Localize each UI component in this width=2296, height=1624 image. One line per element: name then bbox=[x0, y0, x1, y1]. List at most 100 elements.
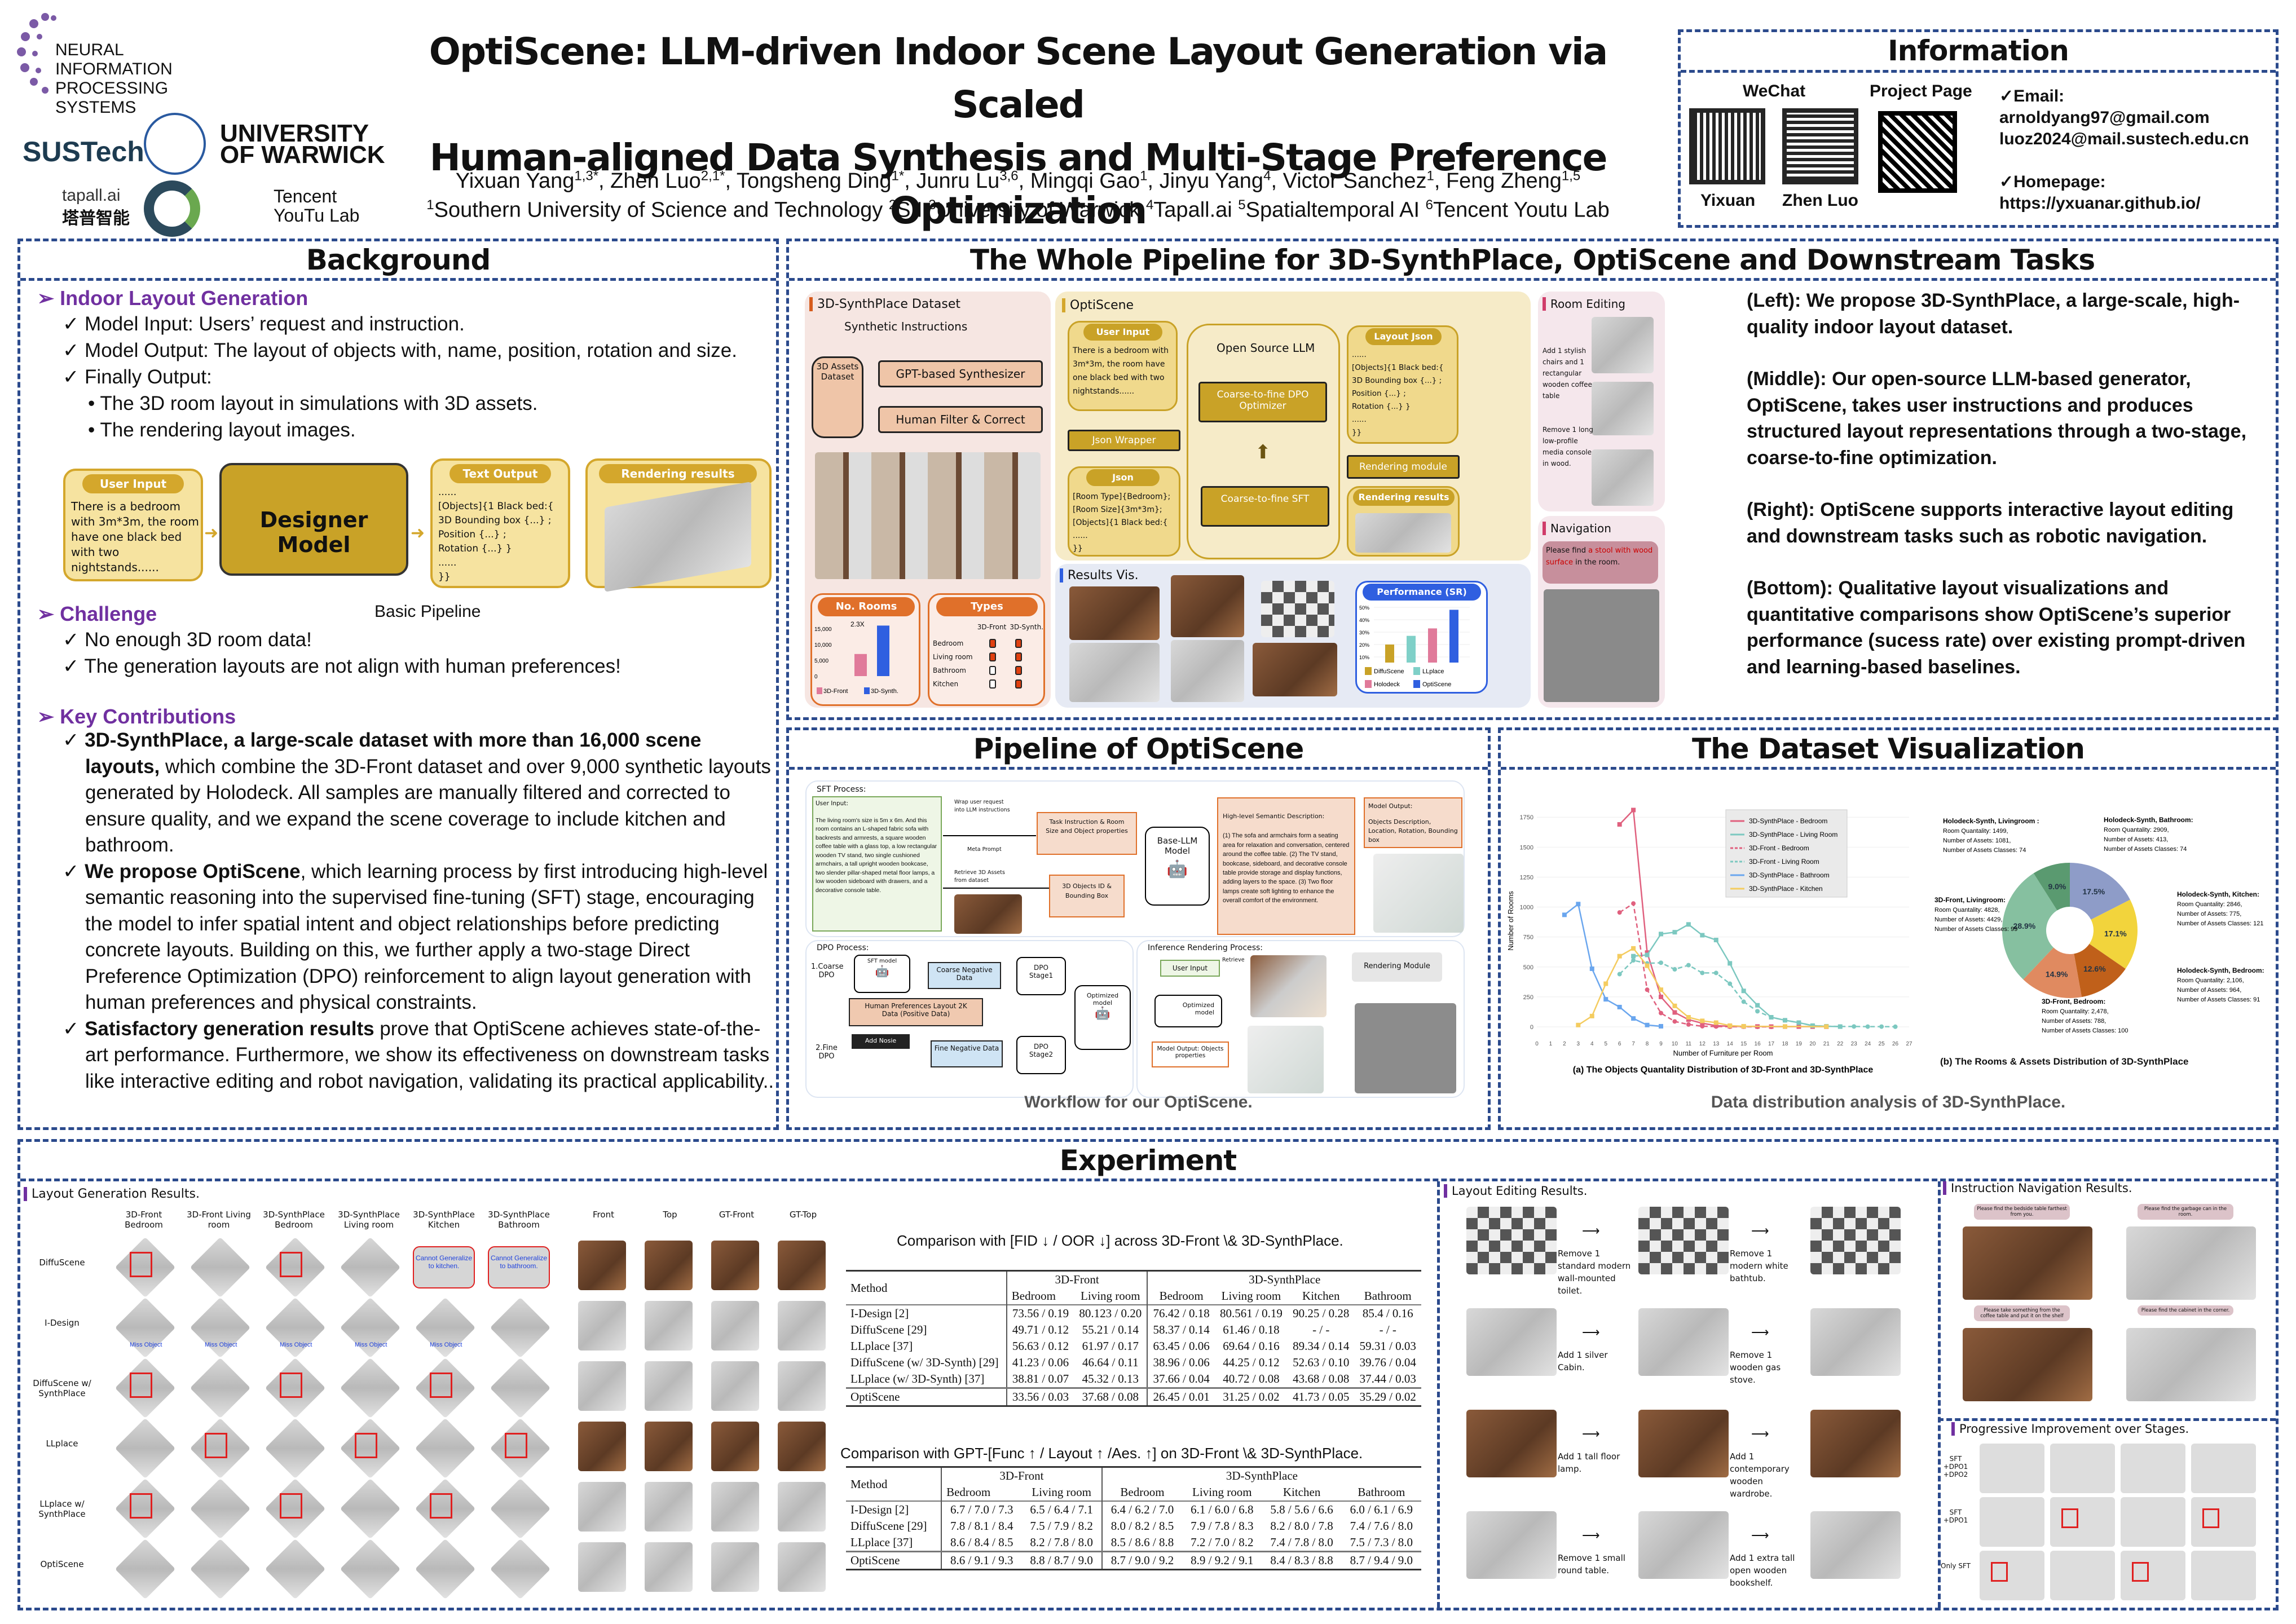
table-cell: 8.6 / 9.1 / 9.3 bbox=[941, 1551, 1022, 1570]
perf-tick: 30% bbox=[1359, 630, 1369, 636]
synthetic-instructions-label: Synthetic Instructions bbox=[844, 320, 968, 333]
table-cell: 6.0 / 6.1 / 6.9 bbox=[1350, 1503, 1413, 1516]
table-cell: 41.73 / 0.05 bbox=[1293, 1390, 1350, 1404]
basic-rendering-label: Rendering results bbox=[599, 464, 757, 483]
qr-code-zhen-luo[interactable] bbox=[1782, 108, 1858, 184]
table-cell: 8.7 / 9.4 / 9.0 bbox=[1350, 1554, 1413, 1567]
bg-line: • The 3D room layout in simulations with… bbox=[88, 392, 538, 414]
view-render bbox=[645, 1301, 693, 1351]
miss-object-note: Miss Object bbox=[430, 1341, 462, 1348]
x-tick: 3 bbox=[1577, 1041, 1580, 1047]
edit-step-label: Add 1 extra tall open wooden bookshelf. bbox=[1730, 1553, 1795, 1588]
x-tick: 26 bbox=[1892, 1041, 1899, 1047]
layout-render bbox=[265, 1418, 326, 1479]
legend-entry: 3D-SynthPlace - Bedroom bbox=[1749, 817, 1827, 825]
email-1[interactable]: arnoldyang97@gmail.com bbox=[1999, 108, 2210, 127]
data-point bbox=[1603, 981, 1608, 986]
data-point bbox=[1700, 1023, 1705, 1029]
table-cell: 69.64 / 0.16 bbox=[1223, 1339, 1280, 1353]
column-header: Bedroom bbox=[941, 1484, 1022, 1501]
table-cell: 8.6 / 8.4 / 8.5 bbox=[941, 1534, 1022, 1552]
gen-row-label: OptiScene bbox=[40, 1559, 84, 1569]
data-point bbox=[1741, 999, 1746, 1004]
dpo-stage1-box: DPO Stage1 bbox=[1016, 957, 1066, 995]
y-tick: 750 bbox=[1523, 934, 1533, 941]
inference-output-label: Model Output: Objects properties bbox=[1157, 1045, 1224, 1059]
table-cell: LLplace (w/ 3D-Synth) [37] bbox=[850, 1372, 985, 1385]
affiliation: Spatialtemporal AI bbox=[1245, 198, 1426, 222]
donut-slice bbox=[2089, 899, 2138, 969]
progressive-render bbox=[2191, 1551, 2256, 1600]
layout-json-text: ...... [Objects]{1 Black bed:{ 3D Boundi… bbox=[1352, 350, 1444, 437]
legend-swatch bbox=[1365, 667, 1372, 675]
email-2[interactable]: luoz2024@mail.sustech.edu.cn bbox=[1999, 130, 2249, 148]
bg-line: ✓ No enough 3D room data! bbox=[63, 629, 312, 651]
type-name: Bathroom bbox=[933, 667, 966, 674]
sft-label: Coarse-to-fine SFT bbox=[1220, 493, 1310, 505]
json-wrapper-box: Json Wrapper bbox=[1068, 430, 1180, 451]
edit-step-label: Add 1 tall floor lamp. bbox=[1558, 1451, 1620, 1474]
qr-code-project-page[interactable] bbox=[1878, 111, 1957, 193]
slice-detail: Number of Assets Classes: 74 bbox=[1943, 847, 2026, 854]
table-cell: I-Design [2] bbox=[850, 1307, 909, 1320]
table-cell: OptiScene bbox=[850, 1554, 900, 1567]
perf-legend: DiffuScene bbox=[1374, 668, 1404, 675]
homepage-link[interactable]: https://yxuanar.github.io/ bbox=[1999, 194, 2201, 213]
data-point bbox=[1672, 1003, 1677, 1008]
view-render bbox=[778, 1241, 826, 1290]
slice-percent: 14.9% bbox=[2046, 970, 2068, 979]
data-point bbox=[1589, 966, 1594, 971]
rendering-results-box: Rendering results bbox=[1347, 486, 1460, 557]
layout-json-box: Layout Json ...... [Objects]{1 Black bed… bbox=[1347, 325, 1458, 444]
table-cell: 59.31 / 0.03 bbox=[1359, 1339, 1416, 1353]
edit-render bbox=[1638, 1207, 1729, 1274]
results-vis-title: Results Vis. bbox=[1060, 568, 1139, 582]
perf-tick: 10% bbox=[1359, 655, 1369, 660]
gen-column-header: 3D-SynthPlace Bathroom bbox=[488, 1210, 550, 1230]
slice-detail: Room Quantality: 4828, bbox=[1934, 907, 2000, 914]
pipeline-description: (Left): We propose 3D-SynthPlace, a larg… bbox=[1747, 288, 2271, 680]
data-point bbox=[1617, 822, 1622, 827]
view-render bbox=[578, 1241, 626, 1290]
data-point bbox=[1645, 987, 1650, 992]
data-point bbox=[1672, 930, 1677, 935]
view-render bbox=[578, 1482, 626, 1532]
table-cell: 8.0 / 8.2 / 8.5 bbox=[1101, 1518, 1183, 1534]
column-header: Living room bbox=[1032, 1485, 1091, 1499]
table-cell: 55.21 / 0.14 bbox=[1082, 1323, 1139, 1336]
rendering-image bbox=[1355, 513, 1451, 553]
error-highlight bbox=[355, 1433, 377, 1458]
data-point bbox=[1617, 954, 1622, 959]
author: Mingqi Gao1 bbox=[1030, 168, 1148, 193]
sft-process-box: SFT Process: User Input: The living room… bbox=[805, 780, 1465, 937]
arrow-right-icon: ⟶ bbox=[1751, 1325, 1769, 1339]
table-cell: 33.56 / 0.03 bbox=[1006, 1388, 1074, 1406]
table1-caption: Comparison with [FID ↓ / OOR ↓] across 3… bbox=[897, 1232, 1343, 1249]
data-point bbox=[1713, 1020, 1718, 1025]
legend-box bbox=[1725, 809, 1848, 898]
rendering-module-box: Rendering Module bbox=[1352, 952, 1442, 982]
data-point bbox=[1631, 901, 1636, 906]
series-line bbox=[1577, 947, 1827, 1027]
rendering-image bbox=[605, 482, 751, 592]
table-cell: 6.5 / 6.4 / 7.1 bbox=[1030, 1503, 1093, 1516]
affil-sup: 2 bbox=[888, 197, 897, 213]
data-point bbox=[1645, 1022, 1650, 1027]
table-cell: 43.68 / 0.08 bbox=[1293, 1372, 1350, 1385]
qr-code-yixuan[interactable] bbox=[1689, 108, 1765, 184]
layout-render bbox=[190, 1538, 251, 1600]
progressive-render bbox=[2191, 1444, 2256, 1493]
view-render bbox=[645, 1482, 693, 1532]
desc-bottom: (Bottom): Qualitative layout visualizati… bbox=[1747, 577, 2246, 678]
slice-label: Holodeck-Synth, Kitchen: bbox=[2177, 890, 2259, 898]
data-point bbox=[1659, 932, 1663, 937]
data-point bbox=[1686, 1015, 1691, 1020]
inference-process-label: Inference Rendering Process: bbox=[1148, 943, 1263, 952]
gen-column-header: 3D-Front Bedroom bbox=[125, 1210, 163, 1230]
table-cell: 80.123 / 0.20 bbox=[1079, 1307, 1142, 1320]
miss-object-note: Miss Object bbox=[355, 1341, 387, 1348]
bg-line: • The rendering layout images. bbox=[88, 419, 356, 441]
